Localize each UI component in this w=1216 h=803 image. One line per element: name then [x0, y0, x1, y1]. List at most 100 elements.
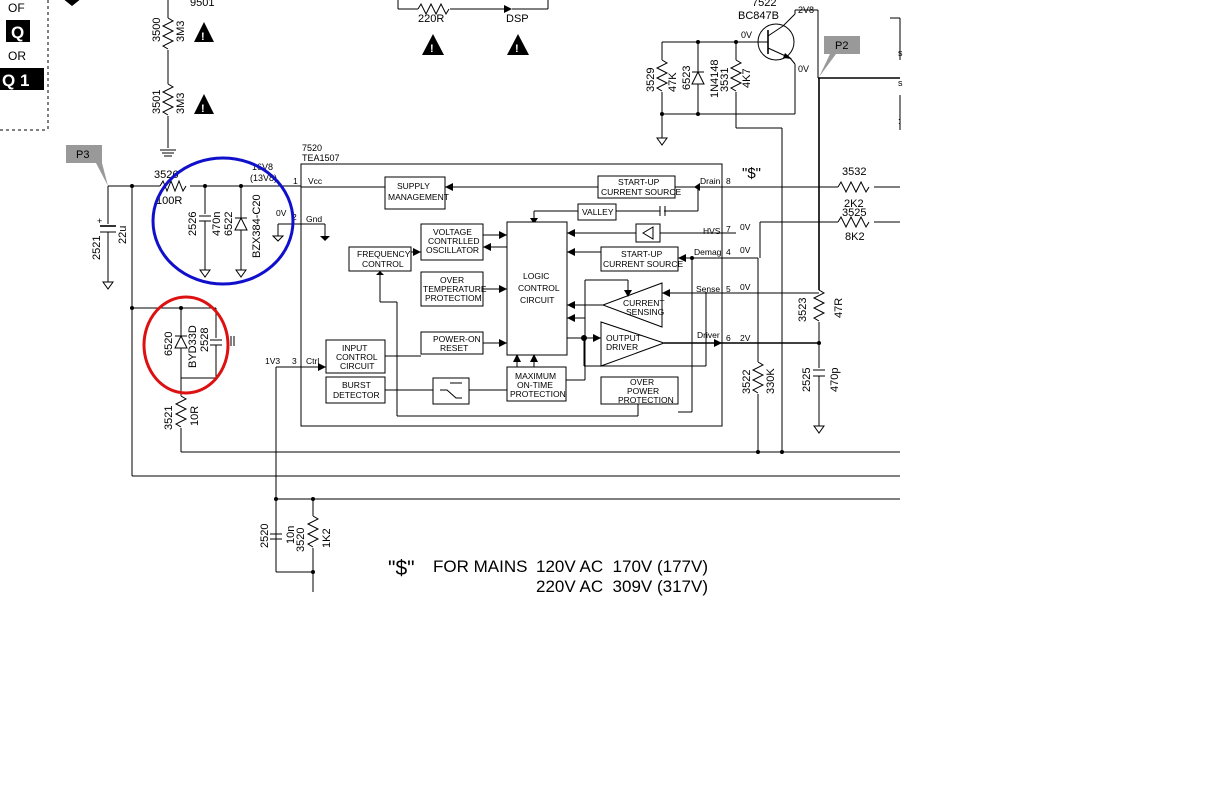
diode-6520: [174, 334, 188, 349]
legend-or: OR: [8, 49, 26, 63]
r3529-value: 47K: [667, 72, 679, 92]
r3523-ref: 3523: [797, 298, 809, 322]
svg-text:CONTROL: CONTROL: [362, 259, 404, 269]
resistor-3529: [655, 59, 669, 92]
resistor-3525: [837, 215, 870, 229]
svg-text:!: !: [201, 31, 205, 43]
label-220r: 220R: [418, 13, 444, 25]
probe-p2: P2: [819, 36, 860, 77]
ground-symbol: [656, 137, 668, 146]
ic-ref: 7520: [302, 143, 322, 153]
block-sawtooth: [432, 377, 470, 405]
c2525-value: 470p: [829, 368, 841, 392]
pin-ctrl-name: Ctrl: [306, 356, 319, 366]
ic-internal-blocks: SUPPLY MANAGEMENT START-UP CURRENT SOURC…: [301, 175, 722, 417]
svg-text:!: !: [515, 43, 519, 55]
c2526-value: 470n: [211, 212, 223, 236]
svg-text:!: !: [430, 43, 434, 55]
svg-text:OUTPUT: OUTPUT: [606, 333, 641, 343]
v-driver: 2V: [740, 333, 751, 343]
block-frequency-control: [348, 246, 412, 272]
warning-icon: [194, 22, 214, 42]
block-output-driver: [600, 321, 666, 367]
svg-text:TEMPERATURE: TEMPERATURE: [423, 284, 487, 294]
top-resistor-220r: 220R DSP ! !: [397, 0, 549, 55]
warning-icon: [64, 0, 80, 6]
ground-symbol: [813, 425, 825, 434]
v-gnd: 0V: [276, 208, 287, 218]
svg-text:START-UP: START-UP: [621, 249, 663, 259]
r3520-value: 1K2: [321, 528, 333, 548]
block-vco: [420, 223, 484, 261]
mains-row-120v: 120V AC 170V (177V): [536, 557, 708, 576]
r3532-value: 2K2: [844, 198, 864, 210]
v-hvs: 0V: [740, 222, 751, 232]
diode-6523: [691, 70, 705, 85]
pin-driver-num: 6: [726, 333, 731, 343]
svg-text:SUPPLY: SUPPLY: [397, 181, 430, 191]
svg-text:!: !: [201, 103, 205, 115]
transistor-7522-area: 7522 BC847B 2V8 0V 0V 3529 47K 6523 1N41…: [645, 0, 819, 452]
r3521-value: 10R: [189, 406, 201, 426]
block-current-sensing: [601, 282, 663, 328]
svg-text:CONTRLLED: CONTRLLED: [428, 236, 479, 246]
block-startup-current-source-2: [600, 246, 679, 272]
pin-drain-num: 8: [726, 176, 731, 186]
block-burst-detector: [325, 376, 386, 404]
svg-text:CIRCUIT: CIRCUIT: [520, 295, 554, 305]
legend-q1: Q 1: [2, 71, 29, 90]
ground-symbol: [235, 269, 247, 278]
svg-text:OVER: OVER: [630, 377, 654, 387]
block-logic-control: [506, 221, 568, 356]
r3526-value: 100R: [156, 195, 182, 207]
pin-vcc-num: 1: [293, 176, 298, 186]
svg-text:DETECTOR: DETECTOR: [333, 390, 380, 400]
resistor-3520: [306, 515, 320, 548]
bottom-circuit: 2520 10n 3520 1K2: [259, 497, 900, 592]
r3501-ref: 3501: [151, 90, 163, 114]
r3521-ref: 3521: [163, 406, 175, 430]
d6522-ref: 6522: [223, 212, 235, 236]
c2520-value: 10n: [285, 526, 297, 544]
svg-text:PROTECTIOM: PROTECTIOM: [425, 293, 482, 303]
r3523-value: 47R: [833, 298, 845, 318]
t7522-v-base: 0V: [741, 30, 752, 40]
svg-text:LOGIC: LOGIC: [523, 271, 549, 281]
legend-left: OF Q OR Q 1: [0, 0, 80, 131]
pin-demag-num: 4: [726, 247, 731, 257]
r3500-value: 3M3: [175, 21, 187, 42]
pin-driver-name: Driver: [697, 330, 720, 340]
resistor-3531: [729, 59, 743, 92]
svg-text:OSCILLATOR: OSCILLATOR: [426, 245, 479, 255]
svg-text:DRIVER: DRIVER: [606, 342, 638, 352]
ground-symbol: [199, 269, 211, 278]
svg-text:CURRENT: CURRENT: [623, 298, 665, 308]
block-valley: [577, 203, 617, 221]
c2520-ref: 2520: [259, 524, 271, 548]
r3532-ref: 3532: [842, 166, 866, 178]
t7522-v-emitter: 0V: [798, 64, 809, 74]
ic-outline: [300, 163, 723, 427]
resistor-3526: [159, 179, 187, 193]
r3531-ref: 3531: [719, 68, 731, 92]
mains-row-220v: 220V AC 309V (317V): [536, 577, 708, 596]
highlight-red-ellipse: [142, 295, 230, 395]
r3531-value: 4K7: [741, 68, 753, 88]
svg-text:POWER-ON: POWER-ON: [433, 334, 481, 344]
warning-icon: [194, 94, 214, 114]
svg-text:PROTECTION: PROTECTION: [618, 395, 674, 405]
svg-text:MANAGEMENT: MANAGEMENT: [388, 192, 449, 202]
resistor-3522: [751, 361, 765, 394]
mains-dollar: "$": [388, 557, 415, 580]
dollar-marker: "$": [742, 165, 761, 182]
r3500-ref: 3500: [151, 18, 163, 42]
block-over-power: [600, 376, 679, 405]
block-supply-management: [384, 176, 446, 210]
warning-icon: [507, 34, 529, 55]
v-sense: 0V: [740, 282, 751, 292]
d6523-ref: 6523: [681, 66, 693, 90]
svg-text:VALLEY: VALLEY: [582, 207, 614, 217]
diode-6522: [234, 216, 248, 231]
c2521-ref: 2521: [91, 236, 103, 260]
